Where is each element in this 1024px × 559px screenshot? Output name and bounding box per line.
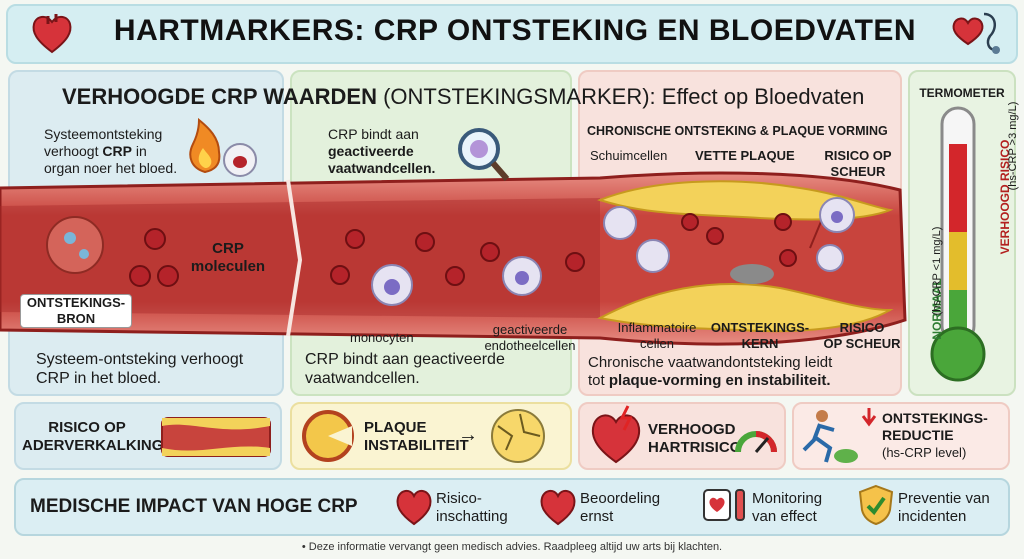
thermometer-label: TERMOMETER	[919, 86, 1005, 100]
main-heading: VERHOOGDE CRP WAARDEN (ONTSTEKINGSMARKER…	[62, 84, 865, 109]
fatty-plaque-label: VETTE PLAQUE	[695, 148, 795, 163]
arrow-right-icon: →	[458, 424, 478, 446]
gauge-icon	[735, 431, 777, 453]
thermometer-icon	[930, 106, 986, 382]
magnifier-icon	[458, 128, 510, 181]
heart-icon	[32, 14, 72, 54]
foam-cells-label: Schuimcellen	[590, 148, 668, 163]
high-risk-sub: (hs-CRP >3 mg/L)	[1007, 101, 1019, 191]
impact-heading: MEDISCHE IMPACT VAN HOGE CRP	[30, 496, 358, 517]
plaque-heading: CHRONISCHE ONTSTEKING & PLAQUE VORMING	[587, 124, 888, 138]
inflammation-source-label: ONTSTEKINGS-BRON	[20, 294, 132, 328]
artery-cross-icon	[161, 417, 271, 457]
heart-alert-icon	[591, 405, 641, 464]
monocytes-label: monocyten	[350, 330, 414, 345]
normal-range-sub: (hs-CRP <1 mg/L)	[931, 226, 943, 316]
card-reduction-text: ONTSTEKINGS-REDUCTIE (hs-CRP level)	[882, 410, 988, 460]
plaque-bottom-text: Chronische vaatwandontsteking leidt tot …	[588, 354, 833, 389]
systemic-top-text: Systeemontsteking verhoogt CRP in organ …	[44, 126, 178, 176]
impact-bar	[14, 478, 1010, 536]
heart-organ-icon	[396, 490, 432, 526]
flame-icon	[189, 118, 221, 174]
arrow-down-icon	[861, 408, 877, 427]
binding-top-text: CRP bindt aan geactiveerde vaatwandcelle…	[328, 126, 436, 176]
heart-organ-icon-2	[540, 490, 576, 526]
monitor-vial-icon	[703, 489, 745, 521]
plaque-cross-icon	[302, 410, 354, 462]
runner-salad-icon	[802, 410, 858, 463]
page-title: HARTMARKERS: CRP ONTSTEKING EN BLOEDVATE…	[113, 14, 917, 47]
inflammation-core-label: ONTSTEKINGS-KERN	[710, 320, 810, 351]
disclaimer: • Deze informatie vervangt geen medisch …	[301, 541, 723, 553]
immune-cell-icon	[223, 143, 257, 177]
cracked-plaque-icon	[491, 409, 545, 463]
impact-item-risk: Risico-inschatting	[436, 490, 508, 525]
shield-check-icon	[858, 484, 894, 526]
title-bar	[6, 4, 1018, 64]
stethoscope-heart-icon	[952, 12, 1000, 54]
